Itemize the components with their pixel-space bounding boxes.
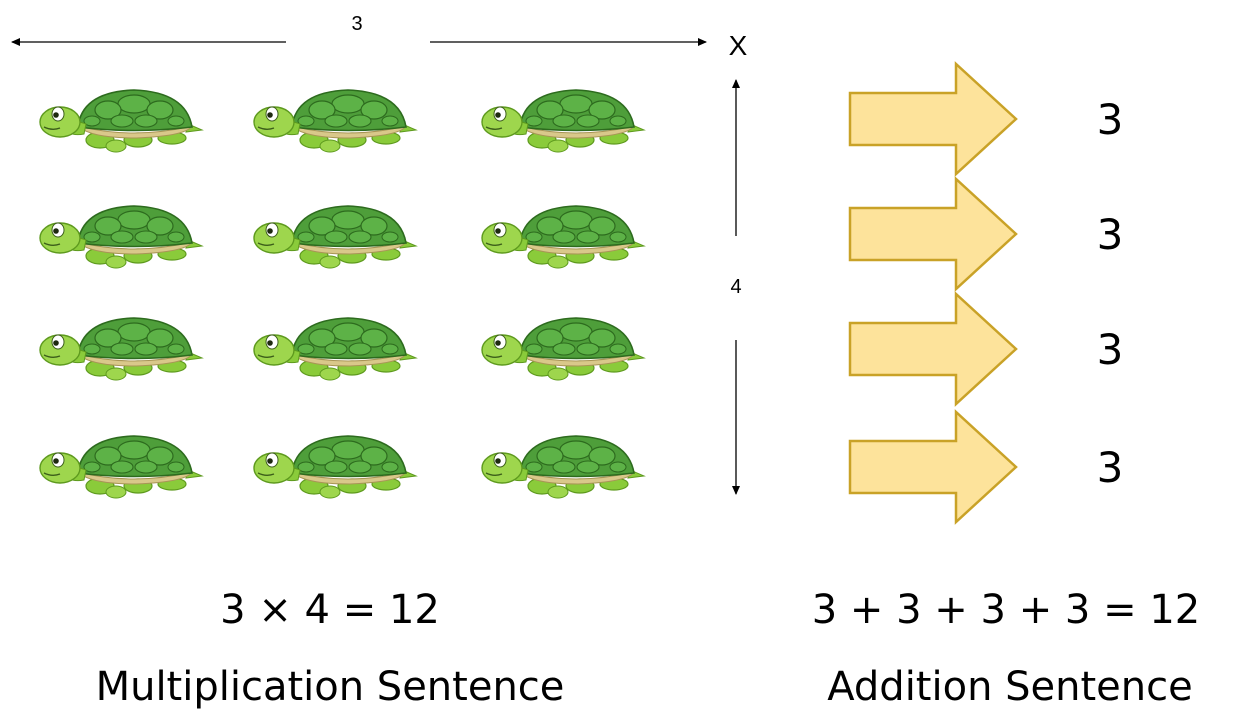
turtle-icon: [481, 435, 645, 499]
turtle-icon: [253, 205, 417, 269]
arrow-row: 3: [848, 62, 1124, 176]
arrow-row: 3: [848, 177, 1124, 291]
turtle-icon: [253, 435, 417, 499]
times-symbol: X: [729, 30, 748, 61]
top-dimension-axis: 3 X: [11, 13, 748, 61]
top-axis-label: 3: [351, 13, 362, 35]
block-arrow-right-icon: [848, 410, 1018, 524]
row-value: 3: [1097, 443, 1124, 492]
turtle-icon: [39, 317, 203, 381]
addition-equation: 3 + 3 + 3 + 3 = 12: [812, 587, 1200, 633]
turtle-icon: [253, 89, 417, 153]
turtle-icon: [481, 89, 645, 153]
turtle-icon: [39, 435, 203, 499]
row-value: 3: [1097, 95, 1124, 144]
arrow-row: 3: [848, 410, 1124, 524]
turtle-icon: [39, 89, 203, 153]
addition-caption: Addition Sentence: [827, 664, 1193, 710]
arrow-row: 3: [848, 292, 1124, 406]
multiplication-equation: 3 × 4 = 12: [220, 587, 440, 633]
turtle-icon: [39, 205, 203, 269]
row-value: 3: [1097, 325, 1124, 374]
block-arrow-right-icon: [848, 177, 1018, 291]
multiplication-caption: Multiplication Sentence: [96, 664, 565, 710]
turtle-icon: [481, 205, 645, 269]
block-arrow-right-icon: [848, 62, 1018, 176]
turtle-icon: [481, 317, 645, 381]
side-axis-label: 4: [730, 276, 741, 298]
row-value: 3: [1097, 210, 1124, 259]
row-arrows: 3 3 3 3: [848, 62, 1124, 524]
side-dimension-axis: 4: [730, 79, 742, 495]
block-arrow-right-icon: [848, 292, 1018, 406]
turtle-icon: [253, 317, 417, 381]
turtle-array: [39, 89, 645, 499]
